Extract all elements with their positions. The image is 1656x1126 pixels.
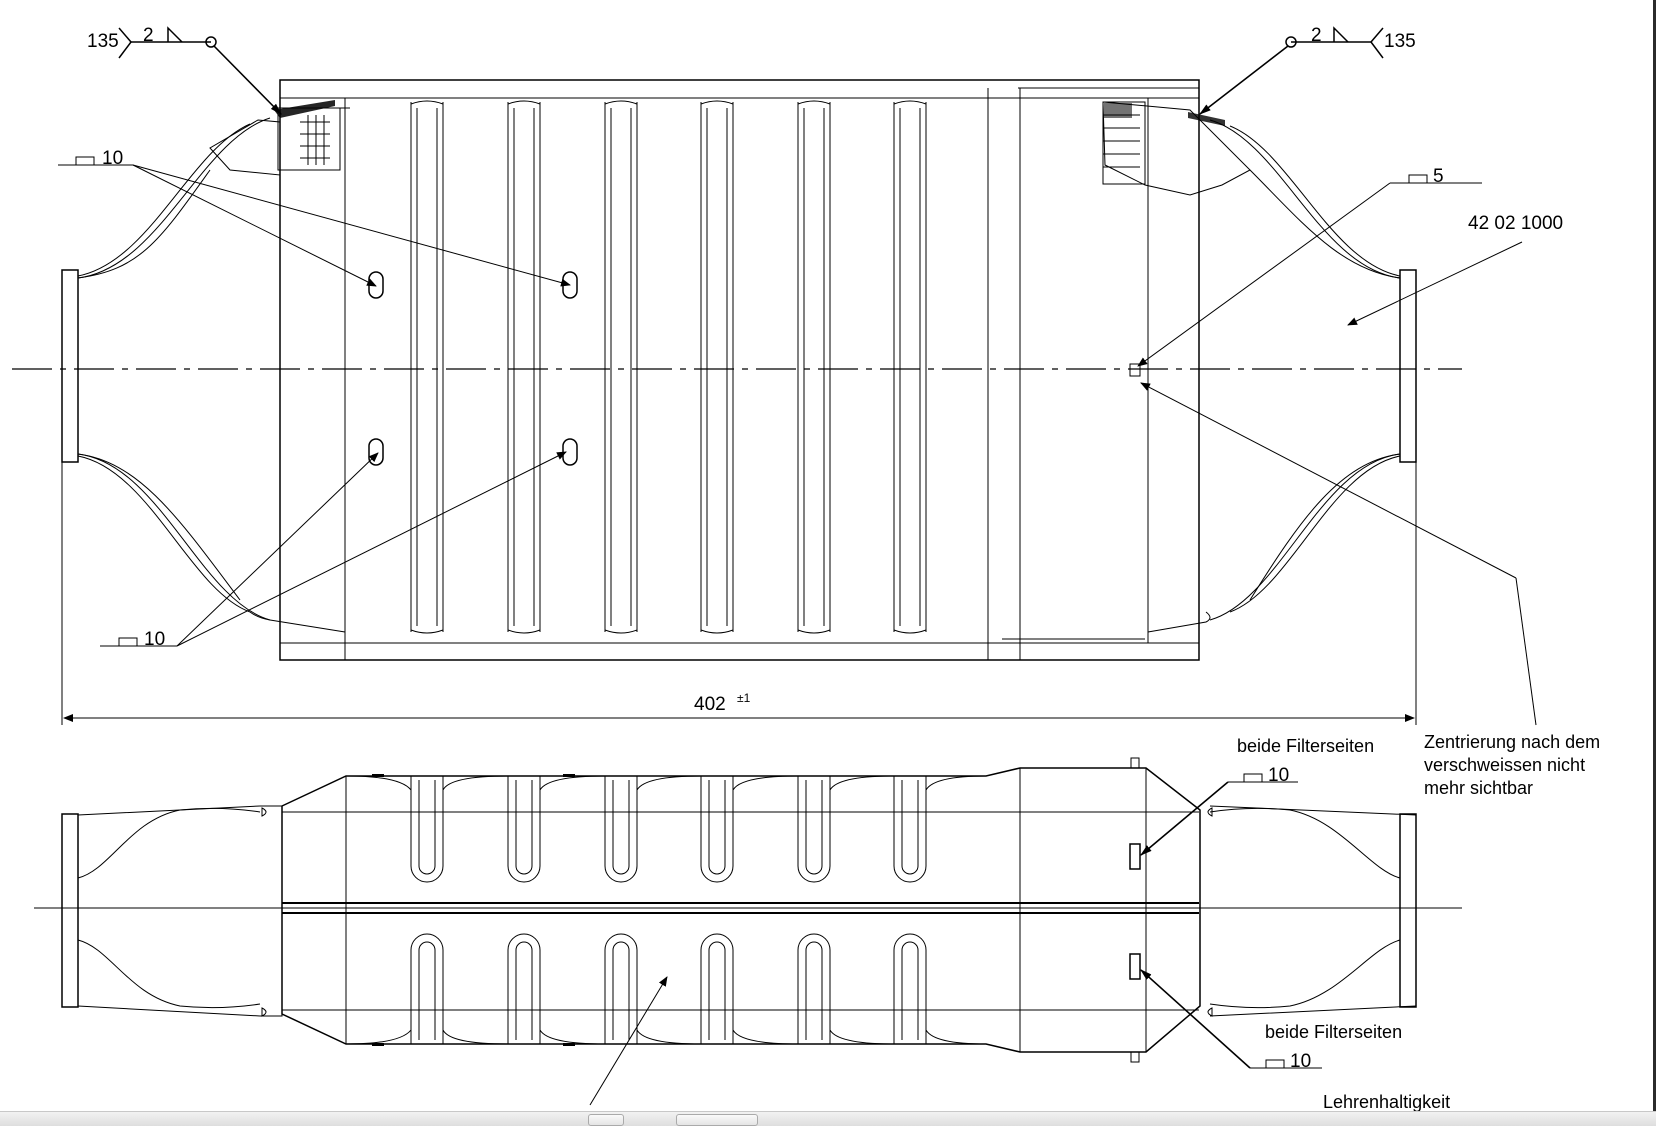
- top-view: 402 ±1 135 2 135 2: [12, 25, 1563, 726]
- flatness-symbol-icon: [1408, 174, 1428, 183]
- status-bar: [0, 1111, 1656, 1126]
- note-centering-3: mehr sichtbar: [1424, 778, 1533, 798]
- top-left-cone: [61, 100, 350, 633]
- flatness-symbol-icon: [118, 637, 138, 646]
- dimension-tolerance: ±1: [737, 691, 751, 705]
- weld-process-left: 135: [87, 31, 119, 52]
- note-centering-1: Zentrierung nach dem: [1424, 732, 1600, 752]
- window-edge: [1653, 0, 1656, 1111]
- callout-top-left-value: 10: [102, 148, 123, 169]
- flatness-symbol-icon: [1243, 773, 1263, 782]
- weld-symbol-icon: [1333, 26, 1349, 43]
- callout-side-bottom: beide Filterseiten 10: [1140, 969, 1402, 1072]
- callout-top-left: 10: [58, 148, 571, 287]
- callout-side-bottom-value: 10: [1290, 1051, 1311, 1072]
- weld-symbol-left: 135 2: [87, 25, 282, 115]
- top-right-cone: [1102, 101, 1417, 633]
- part-number: 42 02 1000: [1468, 213, 1563, 234]
- side-view: beide Filterseiten 10 beide Filterseiten…: [34, 732, 1600, 1112]
- weld-symbol-icon: [167, 26, 183, 43]
- note-both-sides-bottom: beide Filterseiten: [1265, 1022, 1402, 1042]
- weld-size-right: 2: [1311, 25, 1322, 46]
- centering-note: Zentrierung nach dem verschweissen nicht…: [1424, 732, 1600, 798]
- leader-arrow-icon: [589, 976, 668, 1106]
- side-ribs: [345, 775, 987, 1045]
- centering-leader: [1515, 577, 1537, 726]
- callout-side-top-value: 10: [1268, 765, 1289, 786]
- flatness-symbol-icon: [1265, 1059, 1285, 1068]
- note-centering-2: verschweissen nicht: [1424, 755, 1585, 775]
- weld-size-left: 2: [143, 25, 154, 46]
- weld-symbol-right: 135 2: [1199, 25, 1416, 115]
- flatness-symbol-icon: [75, 156, 95, 165]
- weld-process-right: 135: [1384, 31, 1416, 52]
- note-both-sides-top: beide Filterseiten: [1237, 736, 1374, 756]
- callout-center-value: 5: [1433, 166, 1444, 187]
- top-body-outline: [279, 79, 1200, 661]
- callout-bottom-left: 10: [100, 451, 567, 650]
- statusbar-button[interactable]: [588, 1114, 624, 1126]
- statusbar-button[interactable]: [676, 1114, 758, 1126]
- dimension-value: 402: [694, 694, 726, 715]
- dimension-402: 402 ±1: [61, 462, 1417, 725]
- callout-side-top: beide Filterseiten 10: [1140, 736, 1374, 856]
- part-number-callout: 42 02 1000: [1347, 213, 1563, 326]
- callout-center: 5: [1137, 166, 1482, 367]
- top-ribs: [410, 100, 927, 634]
- note-gauge: Lehrenhaltigkeit: [1323, 1092, 1450, 1112]
- callout-bottom-left-value: 10: [144, 629, 165, 650]
